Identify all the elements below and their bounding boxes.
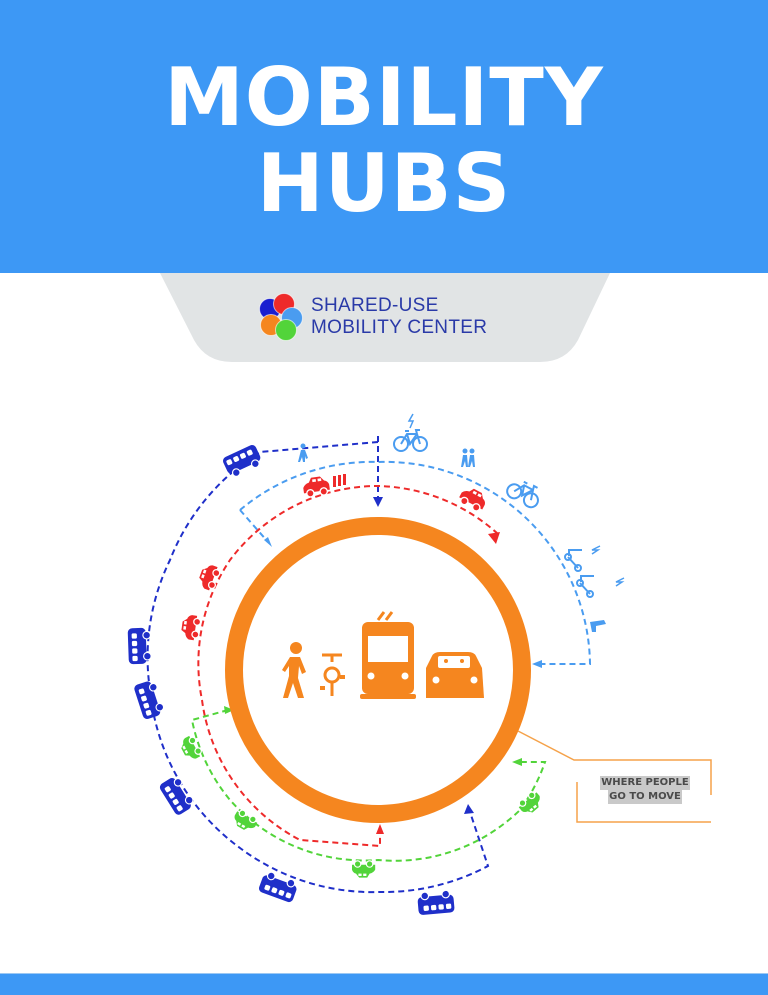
lightning-icon [591,545,601,555]
title-line-1: MOBILITY [164,51,604,144]
car-icon [179,613,202,642]
tram-icon [360,611,416,699]
carpool-car-icon [301,474,332,499]
callout-line-1: WHERE PEOPLE [600,776,690,790]
bike-scooter-ring [239,460,592,665]
bus-icon [157,773,197,817]
car-icon [351,860,376,879]
bus-icon [416,889,456,916]
car-icon [177,733,205,763]
callout-bracket [517,730,712,823]
pedestrian-icon [282,642,306,698]
lightning-icon [615,577,625,587]
car-ring [197,484,499,848]
smc-logo-icon [259,293,303,341]
logo-wordmark: SHARED-USE MOBILITY CENTER [311,295,487,339]
header-banner: MOBILITY HUBS [0,0,768,273]
car-icon [195,561,223,593]
car-icon [426,652,484,698]
e-scooter-icon [564,549,583,572]
scooter-rider-icon [590,620,606,632]
callout-label: WHERE PEOPLE GO TO MOVE [592,776,698,804]
bus-icon [132,678,167,721]
car-icon [515,788,546,818]
e-bike-icon [393,429,428,452]
bus-icon [221,442,265,480]
pedestrians-icon [461,448,475,467]
logo-line-1: SHARED-USE [311,295,439,316]
carshare-ring [190,709,547,862]
people-icon [333,474,346,487]
lightning-icon [407,413,415,429]
bus-icon [257,869,300,904]
hub-ring [225,517,531,823]
car-icon [230,807,260,835]
title-line-2: HUBS [256,137,512,230]
bus-ring-arrow-top [373,497,383,507]
walking-person-icon [298,443,308,462]
bicycle-icon [320,653,345,696]
e-scooter-icon [576,575,595,598]
callout-line-2: GO TO MOVE [608,790,682,804]
logo-tab [160,273,610,362]
bus-ring [146,436,490,894]
mobility-hub-diagram [127,413,712,916]
logo-line-2: MOBILITY CENTER [311,317,488,338]
footer-bar [0,973,768,995]
bus-ring-arrow-bottom [464,804,474,814]
